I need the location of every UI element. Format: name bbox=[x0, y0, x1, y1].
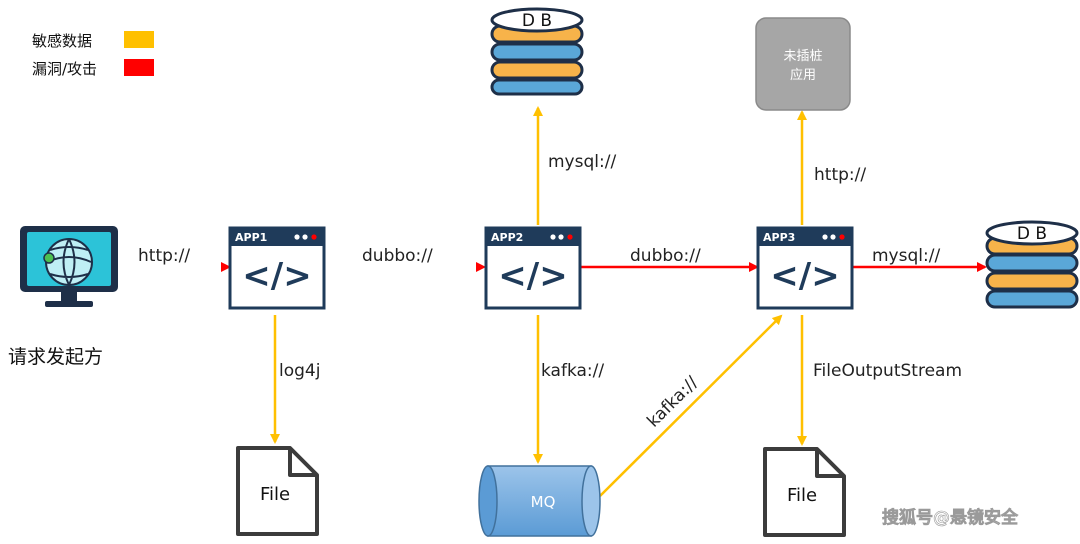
client-monitor-icon bbox=[20, 226, 118, 307]
app2-label: APP2 bbox=[491, 231, 523, 244]
app1-node: APP1 </> bbox=[228, 226, 326, 310]
edge-label-app1-app2: dubbo:// bbox=[362, 246, 433, 266]
database-icon-top: D B bbox=[490, 7, 584, 96]
edge-label-app2-app3: dubbo:// bbox=[630, 246, 701, 266]
uninstrumented-app-node: 未插桩 应用 bbox=[755, 17, 851, 111]
edge-label-client-app1: http:// bbox=[138, 246, 190, 266]
file-label-app1: File bbox=[260, 484, 290, 505]
watermark: 搜狐号@悬镜安全 bbox=[882, 507, 1019, 528]
app2-node: APP2 </> bbox=[484, 226, 582, 310]
database-label-top: D B bbox=[522, 11, 552, 31]
app1-code-icon: </> bbox=[242, 256, 311, 296]
edge-label-app2-mq: kafka:// bbox=[541, 361, 604, 381]
legend-label-attack: 漏洞/攻击 bbox=[32, 60, 97, 78]
file-label-app3: File bbox=[787, 485, 817, 506]
app3-label: APP3 bbox=[763, 231, 795, 244]
app3-node: APP3 </> bbox=[756, 226, 854, 310]
legend-swatch-sensitive bbox=[124, 31, 154, 48]
app1-label: APP1 bbox=[235, 231, 267, 244]
mq-label: MQ bbox=[531, 493, 556, 511]
file-icon-app3: File bbox=[763, 447, 846, 537]
uninstrumented-label-line1: 未插桩 bbox=[783, 49, 822, 64]
legend-label-sensitive: 敏感数据 bbox=[32, 32, 92, 50]
database-label-right: D B bbox=[1017, 224, 1047, 244]
edge-label-app3-uninst: http:// bbox=[814, 165, 866, 185]
legend: 敏感数据 漏洞/攻击 bbox=[32, 31, 154, 78]
file-icon-app1: File bbox=[236, 446, 319, 536]
edge-mq-app3 bbox=[599, 314, 783, 497]
mq-queue-icon: MQ bbox=[478, 465, 601, 537]
edge-label-app1-file: log4j bbox=[279, 361, 320, 381]
legend-swatch-attack bbox=[124, 59, 154, 76]
database-icon-right: D B bbox=[985, 220, 1079, 309]
uninstrumented-label-line2: 应用 bbox=[790, 67, 816, 83]
edge-label-app2-db: mysql:// bbox=[548, 152, 616, 172]
edge-label-app3-file: FileOutputStream bbox=[813, 361, 962, 381]
app2-code-icon: </> bbox=[498, 256, 567, 296]
app3-code-icon: </> bbox=[770, 256, 839, 296]
edge-label-app3-db: mysql:// bbox=[872, 246, 940, 266]
client-label: 请求发起方 bbox=[8, 346, 103, 368]
